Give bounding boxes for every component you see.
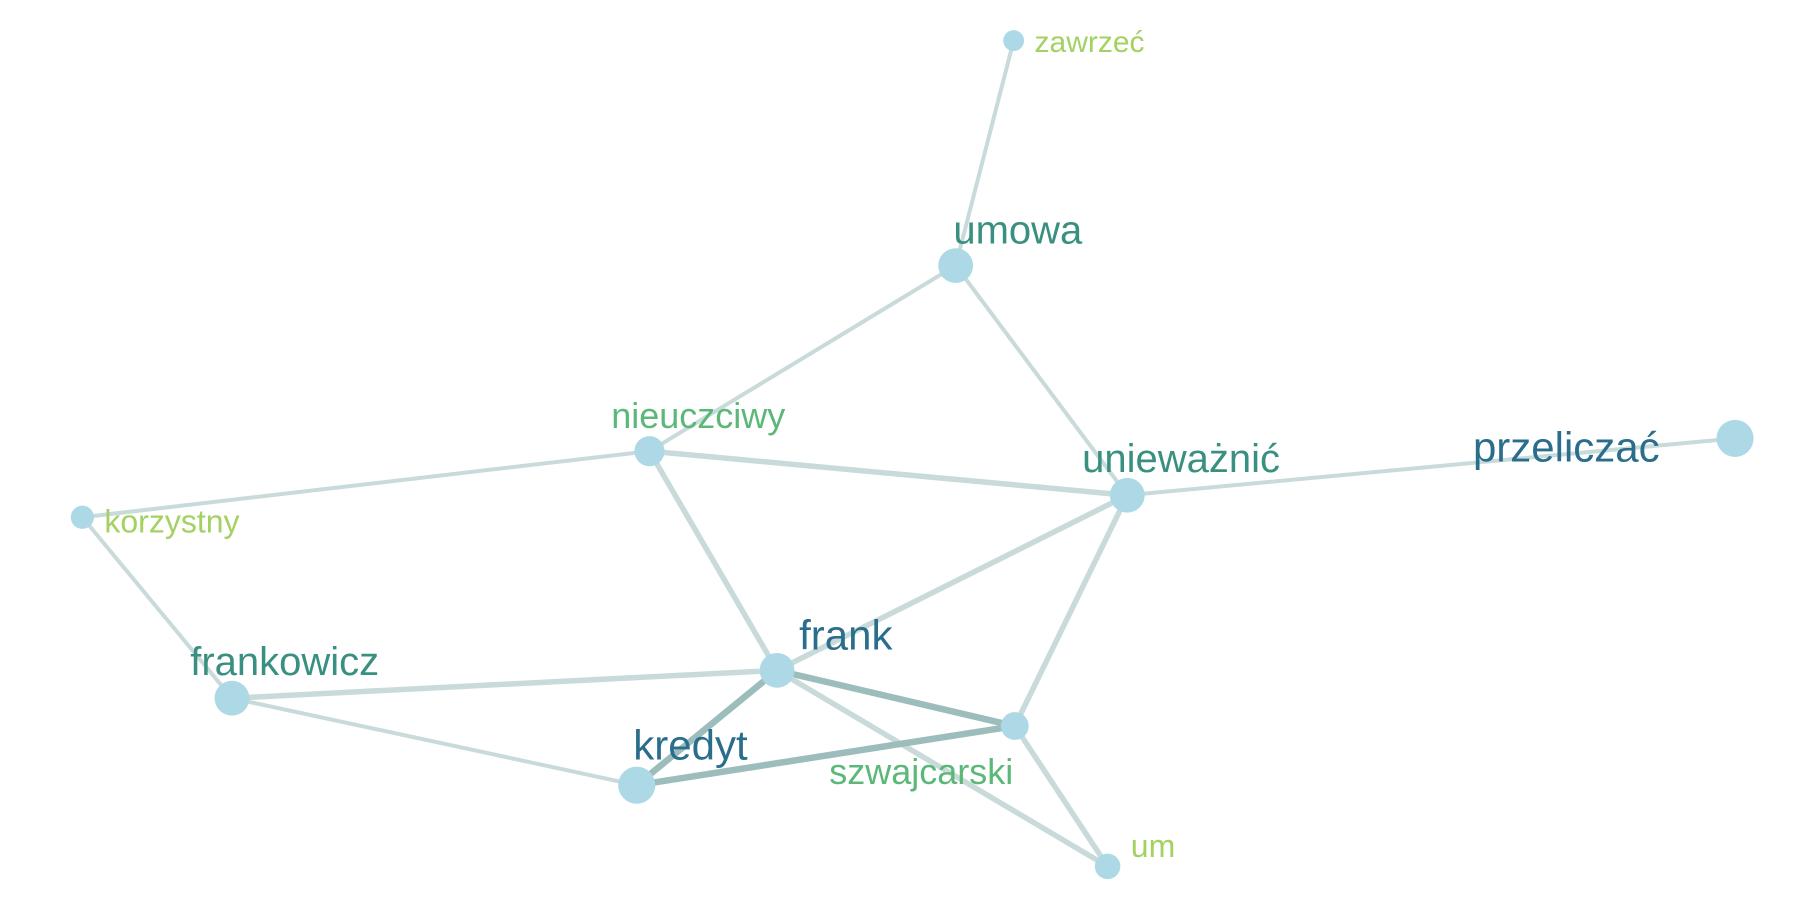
edge-umowa-uniewaznic <box>953 263 1130 498</box>
node-layer <box>70 30 1754 880</box>
edge-zawrzec-umowa <box>953 38 1016 268</box>
node-label-frankowicz: frankowicz <box>190 640 379 684</box>
edge-szwajcarski-um <box>1012 723 1111 870</box>
edge-korzystny-frankowicz <box>80 515 234 701</box>
edge-nieuczciwy-uniewaznic <box>646 448 1131 498</box>
node-umowa <box>938 248 974 283</box>
node-zawrzec <box>1003 30 1025 52</box>
node-label-um: um <box>1131 828 1175 864</box>
node-label-korzystny: korzystny <box>104 503 239 539</box>
edge-frank-szwajcarski <box>773 667 1019 730</box>
edge-nieuczciwy-frank <box>646 448 780 674</box>
edge-frankowicz-kredyt <box>229 696 639 788</box>
edge-frank-um <box>774 667 1111 870</box>
edge-uniewaznic-frank <box>774 492 1131 674</box>
node-label-zawrzec: zawrzeć <box>1035 26 1145 59</box>
edge-uniewaznic-szwajcarski <box>1012 492 1131 729</box>
node-korzystny <box>70 505 94 529</box>
edge-uniewaznic-przeliczac <box>1125 436 1738 498</box>
node-label-uniewaznic: unieważnić <box>1082 437 1280 481</box>
node-nieuczciwy <box>634 436 665 467</box>
node-frank <box>759 652 795 688</box>
node-label-umowa: umowa <box>953 209 1083 253</box>
node-label-przeliczac: przeliczać <box>1473 424 1660 471</box>
node-uniewaznic <box>1109 477 1145 513</box>
edge-frank-kredyt <box>633 667 781 789</box>
edge-nieuczciwy-korzystny <box>80 449 652 520</box>
node-kredyt <box>618 766 656 804</box>
edge-kredyt-szwajcarski <box>633 722 1019 789</box>
node-szwajcarski <box>1000 712 1029 740</box>
edge-umowa-nieuczciwy <box>647 263 958 454</box>
edge-layer <box>80 38 1738 870</box>
node-label-nieuczciwy: nieuczciwy <box>611 395 785 436</box>
node-um <box>1094 853 1121 880</box>
node-label-szwajcarski: szwajcarski <box>829 751 1013 792</box>
edge-frankowicz-frank <box>229 667 780 701</box>
label-layer: zawrzeć umowa nieuczciwy unieważnić przelicz… <box>104 26 1659 864</box>
node-przeliczac <box>1716 419 1754 457</box>
node-frankowicz <box>214 680 250 716</box>
node-label-kredyt: kredyt <box>633 722 748 769</box>
node-label-frank: frank <box>799 611 893 658</box>
